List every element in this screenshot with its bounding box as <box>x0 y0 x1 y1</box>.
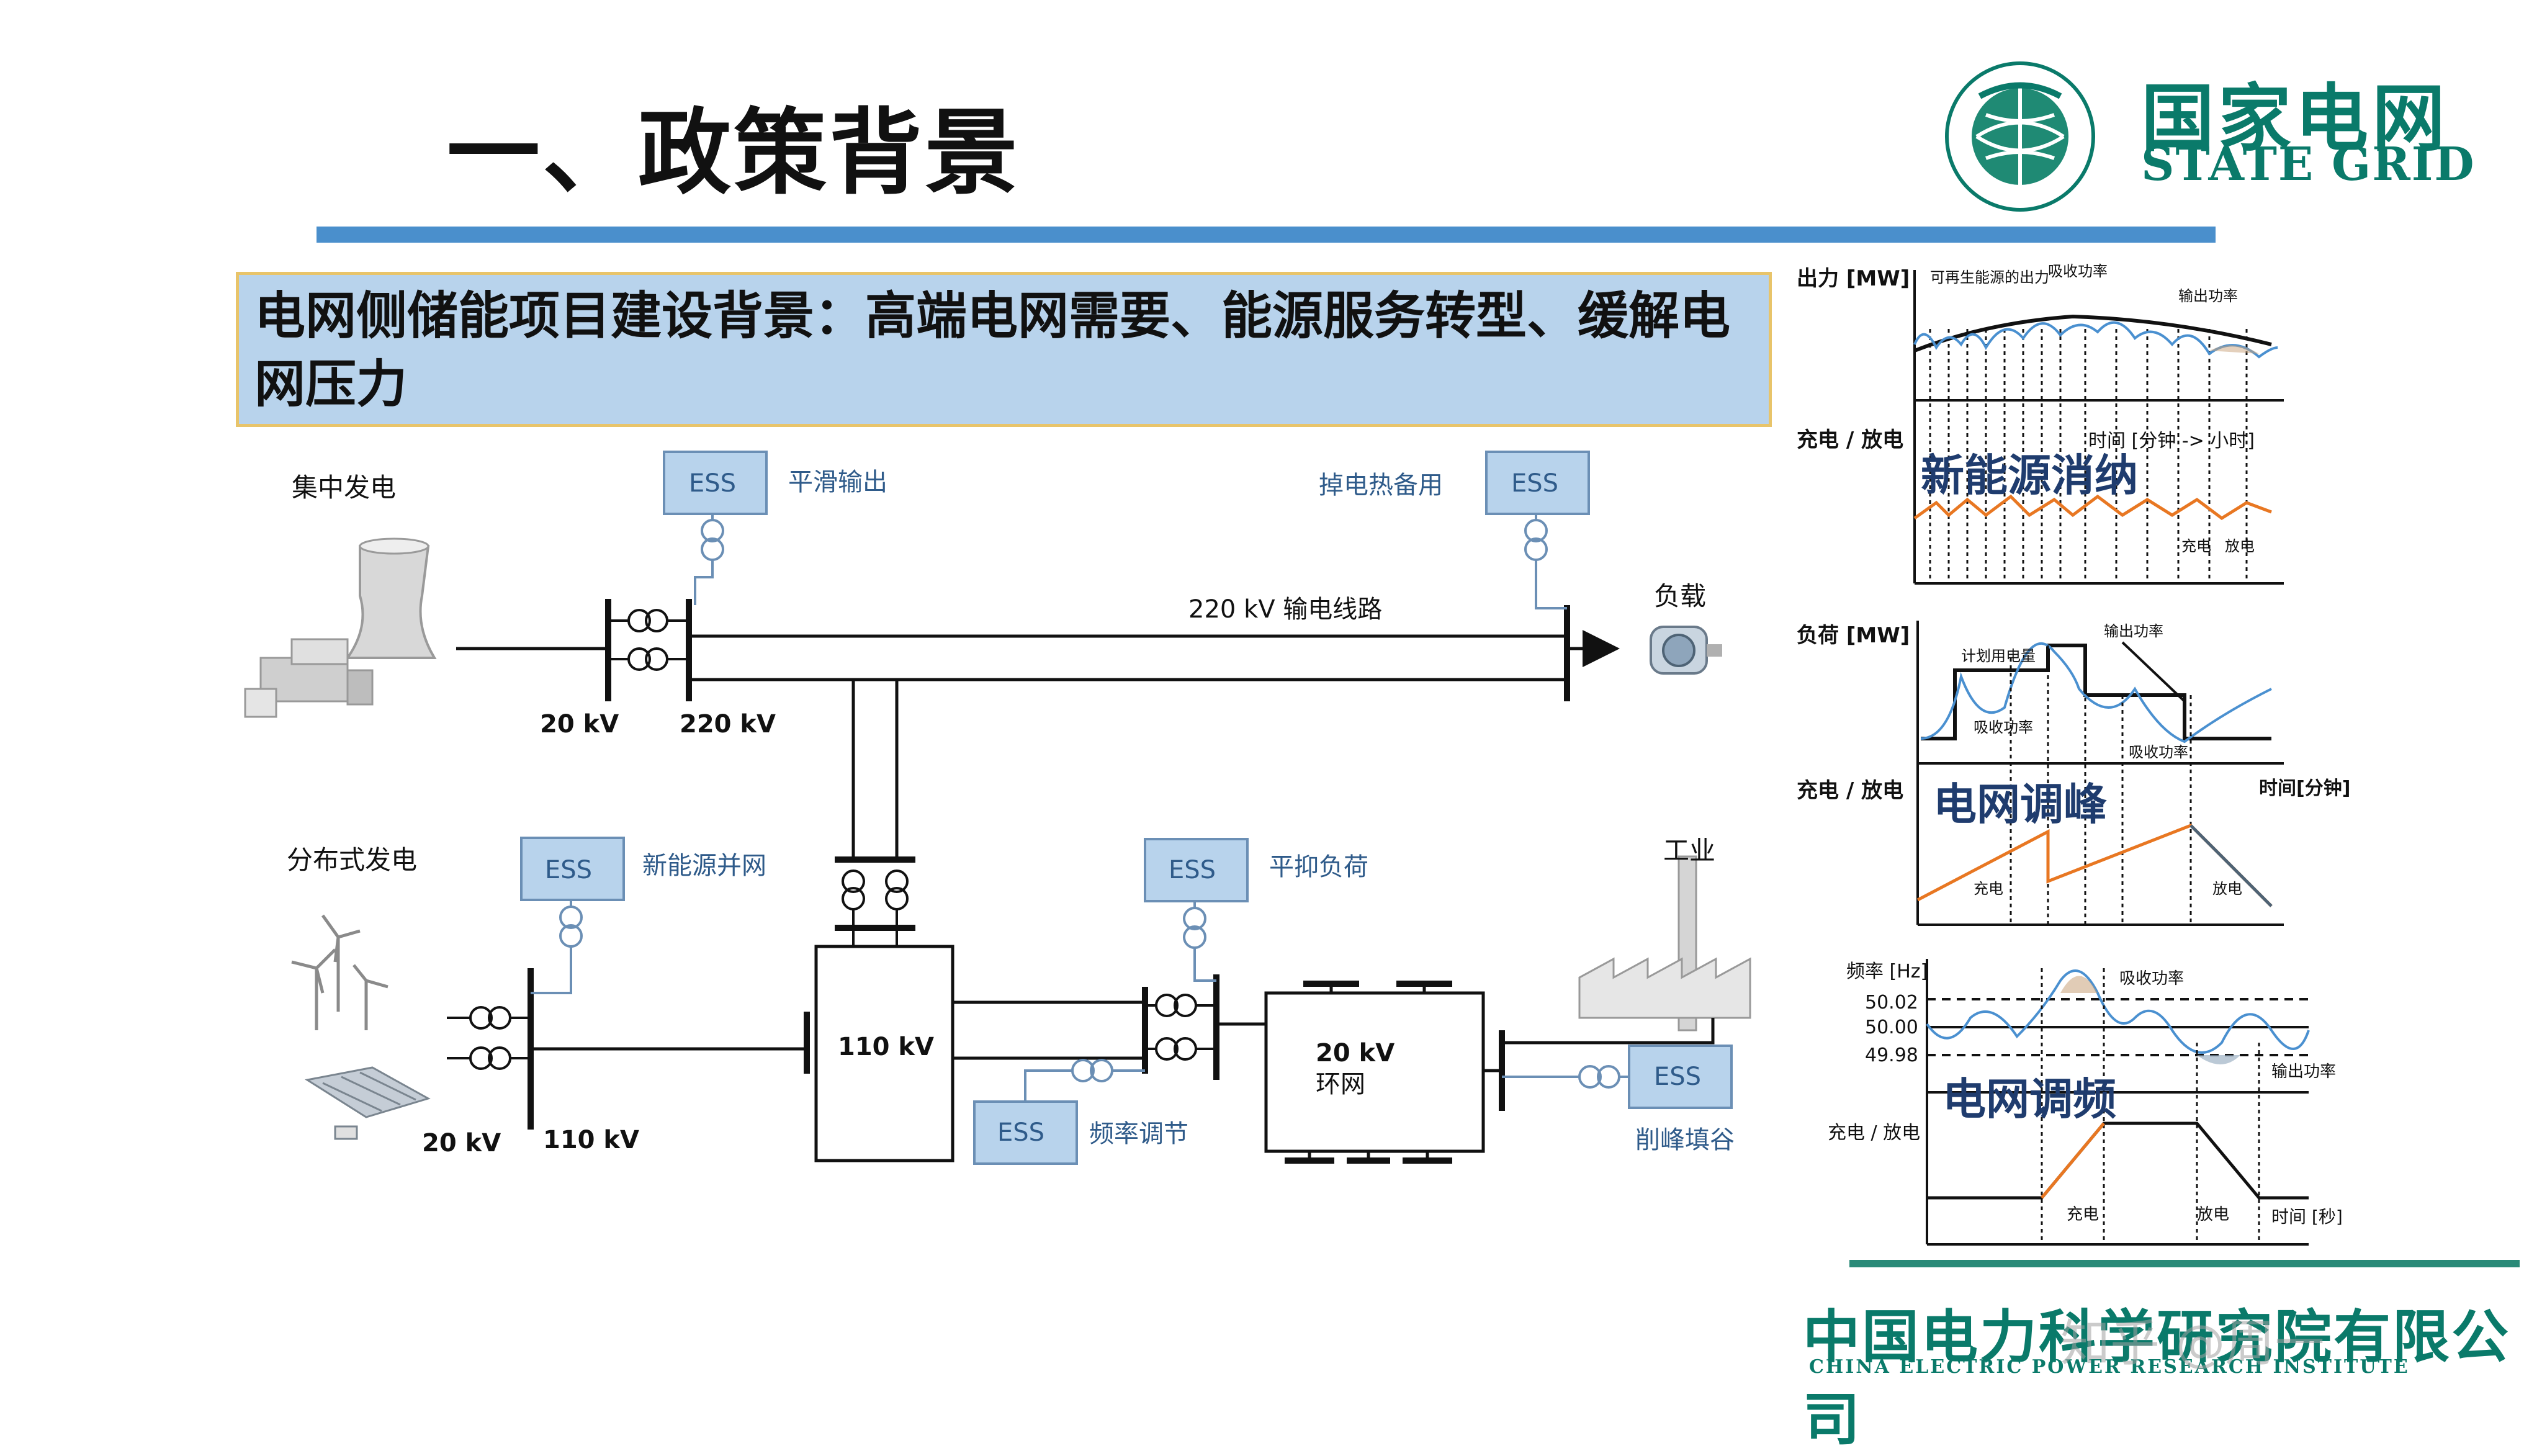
load-label: 负载 <box>1654 581 1706 611</box>
ess-hot-standby: ESS <box>1485 451 1590 609</box>
frequency-regulation-title: 电网调频 <box>1942 1074 2116 1125</box>
frequency-regulation-label: 频率调节 <box>1089 1120 1188 1148</box>
renewable-integration-title: 新能源消纳 <box>1921 450 2138 501</box>
headline-box <box>236 272 1772 427</box>
state-grid-emblem <box>1945 61 2095 212</box>
panel-peak-regulation: 负荷 [MW] 计划用电量 输出功率 吸收功率 吸收功率 充电 / 放电 时间[… <box>1797 621 2350 926</box>
ess-load-suppression: ESS <box>1144 838 1249 982</box>
svg-text:时间[分钟]: 时间[分钟] <box>2259 778 2350 799</box>
headline-text: 电网侧储能项目建设背景：高端电网需要、能源服务转型、缓解电网压力 <box>254 287 1731 414</box>
ring-kv-label: 20 kV <box>1316 1039 1394 1067</box>
title-underline <box>317 227 2216 243</box>
svg-text:放电: 放电 <box>2225 537 2255 555</box>
svg-text:可再生能源的出力: 可再生能源的出力 <box>1930 269 2049 286</box>
panel-frequency-regulation: 频率 [Hz] 50.02 50.00 49.98 吸收功率 输出功率 充电 /… <box>1828 959 2343 1246</box>
svg-text:充电: 充电 <box>2181 537 2211 555</box>
power-plant-icon <box>244 537 437 718</box>
svg-text:输出功率: 输出功率 <box>2104 622 2163 640</box>
svg-text:充电 / 放电: 充电 / 放电 <box>1797 778 1903 803</box>
ess-renewable-grid: ESS <box>520 837 625 994</box>
svg-text:时间 [分钟 -> 小时]: 时间 [分钟 -> 小时] <box>2088 430 2255 452</box>
peak-regulation-title: 电网调峰 <box>1933 779 2107 830</box>
svg-text:计划用电量: 计划用电量 <box>1961 647 2036 665</box>
transformer-ring-icon <box>1155 994 1197 1061</box>
footer-institute-english: CHINA ELECTRIC POWER RESEARCH INSTITUTE <box>1809 1356 2410 1378</box>
panel-renewable-integration: 出力 [MW] 可再生能源的出力 吸收功率 输出功率 充电 / 放电 时间 [分… <box>1797 263 2284 585</box>
svg-text:放电: 放电 <box>2197 1205 2229 1224</box>
industry-factory-icon <box>1578 855 1751 1031</box>
svg-text:充电: 充电 <box>1974 880 2003 897</box>
watermark: 知乎 @周一 <box>2060 1314 2325 1372</box>
load-motor-icon <box>1650 626 1722 675</box>
industry-label: 工业 <box>1663 835 1715 866</box>
svg-text:ESS: ESS <box>545 856 592 884</box>
svg-text:吸收功率: 吸收功率 <box>2129 744 2188 761</box>
kv20-label-a: 20 kV <box>540 710 619 739</box>
svg-text:50.02: 50.02 <box>1865 992 1918 1013</box>
central-generation-label: 集中发电 <box>292 472 396 503</box>
svg-text:负荷 [MW]: 负荷 [MW] <box>1797 623 1910 648</box>
svg-text:频率 [Hz]: 频率 [Hz] <box>1846 961 1928 982</box>
svg-text:吸收功率: 吸收功率 <box>1974 719 2033 736</box>
smooth-output-label: 平滑输出 <box>788 468 887 497</box>
ring-network-label: 环网 <box>1316 1070 1365 1099</box>
svg-text:充电: 充电 <box>2067 1205 2099 1224</box>
hot-standby-label: 掉电热备用 <box>1319 471 1443 500</box>
svg-text:ESS: ESS <box>689 469 736 498</box>
svg-text:输出功率: 输出功率 <box>2178 287 2238 305</box>
distributed-generation-label: 分布式发电 <box>287 845 417 875</box>
grid-diagram: 集中发电 20 kV 220 kV 220 kV 输电线路 负载 ESS 平滑输… <box>244 451 1751 1165</box>
svg-text:出力 [MW]: 出力 [MW] <box>1797 266 1910 291</box>
svg-text:ESS: ESS <box>1654 1063 1701 1091</box>
svg-text:放电: 放电 <box>2212 880 2242 897</box>
svg-text:ESS: ESS <box>997 1118 1044 1147</box>
logo-english: STATE GRID <box>2141 138 2476 191</box>
renewable-grid-label: 新能源并网 <box>642 852 766 880</box>
load-suppression-label: 平抑负荷 <box>1269 853 1368 881</box>
svg-text:吸收功率: 吸收功率 <box>2048 263 2108 280</box>
transmission-line-label: 220 kV 输电线路 <box>1188 595 1382 624</box>
svg-text:吸收功率: 吸收功率 <box>2119 969 2184 988</box>
wind-turbine-icon <box>291 914 388 1030</box>
svg-text:ESS: ESS <box>1169 856 1216 884</box>
ess-peak-shaving: ESS <box>1502 1045 1733 1109</box>
svg-text:时间 [秒]: 时间 [秒] <box>2271 1207 2343 1227</box>
ring-network <box>1264 981 1505 1164</box>
svg-text:输出功率: 输出功率 <box>2271 1063 2336 1081</box>
kv220-label: 220 kV <box>680 710 776 739</box>
transformer-distributed-icon <box>469 1006 511 1070</box>
kv110-label-b: 110 kV <box>543 1126 639 1154</box>
transformer-middle-icon <box>842 870 909 910</box>
footer-institute-chinese: 中国电力科学研究院有限公司 <box>1803 1303 2511 1453</box>
logo-chinese: 国家电网 <box>2141 76 2450 161</box>
footer-divider <box>1849 1260 2520 1267</box>
solar-panel-icon <box>304 1066 431 1140</box>
kv20-label-b: 20 kV <box>422 1129 501 1157</box>
kv110-substation-label: 110 kV <box>838 1033 934 1061</box>
ess-frequency-regulation: ESS <box>973 1059 1145 1165</box>
svg-text:49.98: 49.98 <box>1865 1045 1918 1066</box>
svg-text:50.00: 50.00 <box>1865 1017 1918 1038</box>
page-title: 一、政策背景 <box>447 99 1021 207</box>
peak-shaving-label: 削峰填谷 <box>1635 1126 1735 1154</box>
ess-smooth-output: ESS <box>663 451 768 605</box>
application-panels: 出力 [MW] 可再生能源的出力 吸收功率 输出功率 充电 / 放电 时间 [分… <box>1797 263 2350 1246</box>
transformer-top-icon <box>627 609 668 671</box>
svg-text:充电 / 放电: 充电 / 放电 <box>1797 428 1903 452</box>
svg-text:ESS: ESS <box>1511 469 1558 498</box>
svg-text:充电 / 放电: 充电 / 放电 <box>1828 1122 1920 1144</box>
